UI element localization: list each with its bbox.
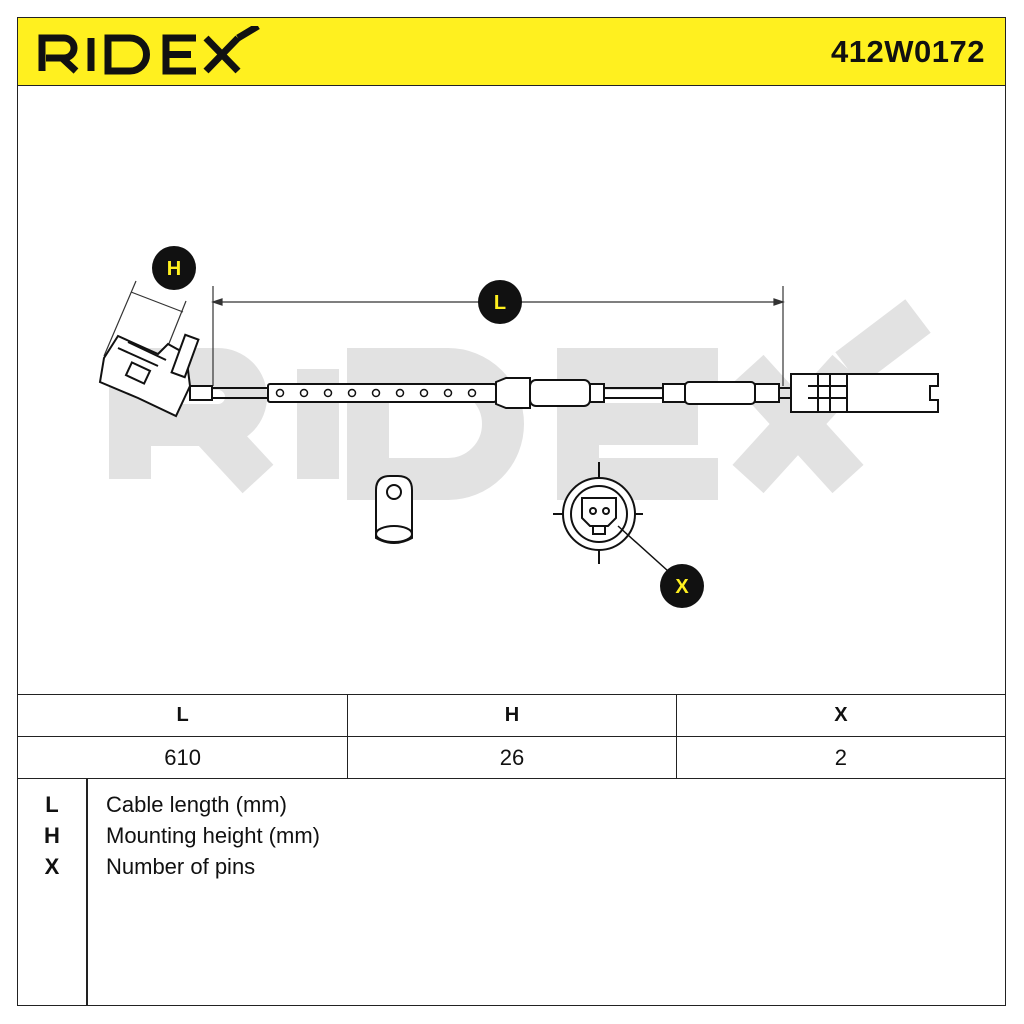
legend-row-L: L Cable length (mm) [18,792,1005,823]
spec-value-row: 610 26 2 [18,736,1005,779]
legend-row-H: H Mounting height (mm) [18,823,1005,854]
legend-divider [86,778,88,1005]
header-bar: 412W0172 [18,18,1005,86]
spec-header-row: L H X [18,694,1005,737]
legend-description: Number of pins [106,854,256,879]
spec-value-L: 610 [18,736,349,779]
part-number: 412W0172 [831,34,985,69]
label-H: H [152,246,196,290]
spec-header-X: X [675,694,1005,737]
spec-value-X: 2 [675,736,1005,779]
product-sheet: 412W0172 [17,17,1006,1006]
legend-key: H [44,823,60,848]
legend-description: Mounting height (mm) [106,823,320,848]
legend-row-X: X Number of pins [18,854,1005,885]
spec-value-H: 26 [347,736,677,779]
label-L: L [478,280,522,324]
legend-description: Cable length (mm) [106,792,287,817]
spec-header-L: L [18,694,349,737]
spec-table: L H X 610 26 2 [18,694,1005,779]
label-X: X [660,564,704,608]
legend-key: L [45,792,59,817]
legend-key: X [44,854,60,879]
spec-header-H: H [347,694,677,737]
legend: L Cable length (mm) H Mounting height (m… [18,778,1005,1005]
svg-text:L: L [494,292,506,314]
technical-drawing: L H X [18,86,1005,694]
brand-logo [36,22,266,81]
svg-text:X: X [675,576,689,598]
svg-text:H: H [167,258,181,280]
